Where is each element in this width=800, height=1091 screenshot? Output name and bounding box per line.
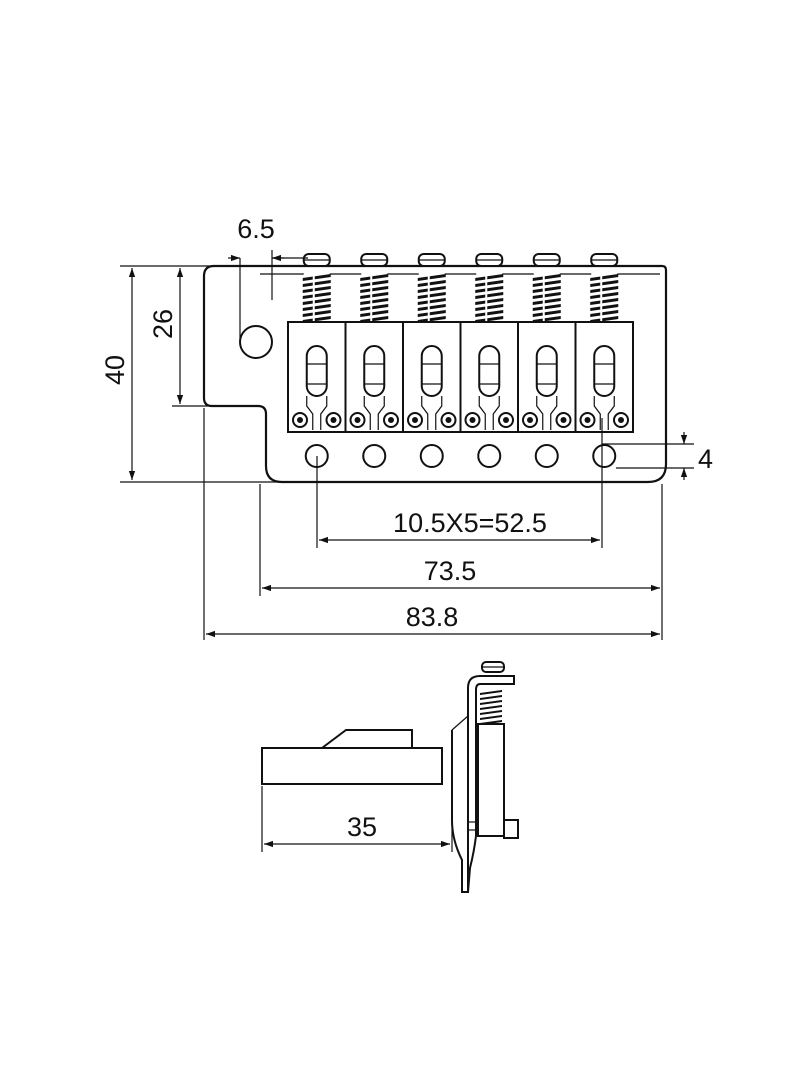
string-hole (534, 444, 559, 468)
saddle-screw-head (532, 253, 561, 267)
saddle-screw-head (590, 253, 619, 267)
dimension-string-spacing-label: 10.5X5=52.5 (393, 508, 547, 538)
saddle-spring-icon (532, 268, 561, 323)
saddle-slot (593, 345, 616, 397)
saddle (287, 253, 347, 433)
dimension-string-spacing: 10.5X5=52.5 (316, 418, 603, 548)
saddle-spring-icon (360, 268, 389, 323)
string-hole (477, 444, 502, 468)
dimension-hole-offset: 4 (602, 432, 713, 480)
height-screw-icon (579, 412, 629, 428)
side-plate (451, 675, 515, 893)
dimension-side-length-label: 35 (347, 812, 377, 842)
height-screw-icon (407, 412, 457, 428)
saddle-slot (363, 345, 386, 397)
saddle-spring-icon (590, 268, 619, 323)
intonation-screw-head (481, 661, 505, 673)
saddle-screw-head (417, 253, 446, 267)
saddle-screw-head (475, 253, 504, 267)
saddle-slot (478, 345, 501, 397)
height-screw-icon (522, 412, 572, 428)
block-step (319, 729, 413, 749)
dimension-total-width-label: 83.8 (406, 602, 459, 632)
saddle-slot (305, 345, 328, 397)
saddle-spring-icon (417, 268, 446, 323)
string-hole (362, 444, 387, 468)
saddle-side (477, 723, 505, 837)
dimension-mounting-width-label: 73.5 (424, 556, 477, 586)
saddle-spring-icon (475, 268, 504, 323)
saddle-slot (420, 345, 443, 397)
saddle (459, 253, 519, 433)
saddle (517, 253, 577, 433)
saddle (402, 253, 462, 433)
dimension-hole-offset-label: 4 (698, 444, 713, 474)
string-hole (419, 444, 444, 468)
height-screw-icon (349, 412, 399, 428)
dimension-side-length: 35 (261, 786, 453, 852)
dimension-screw-offset: 6.5 (228, 214, 308, 340)
dimension-height-inner: 26 (148, 268, 212, 407)
dimension-height-total: 40 (100, 265, 282, 483)
top-view (202, 253, 668, 484)
saddle-side-end (503, 819, 519, 839)
pivot-hole (239, 325, 273, 359)
saddle-screw-head (360, 253, 389, 267)
saddle (344, 253, 404, 433)
dimension-height-total-label: 40 (100, 355, 130, 385)
string-hole (592, 444, 617, 468)
side-spring-icon (480, 690, 502, 725)
height-screw-icon (464, 412, 514, 428)
dimension-screw-offset-label: 6.5 (237, 214, 275, 244)
saddle-group (287, 253, 634, 433)
side-plate-bend (451, 715, 469, 731)
saddle-screw-head (302, 253, 331, 267)
height-screw-icon (292, 412, 342, 428)
side-view (261, 661, 519, 893)
saddle-spring-icon (302, 268, 331, 323)
saddle-slot (535, 345, 558, 397)
dimension-height-inner-label: 26 (148, 309, 178, 339)
dimension-mounting-width: 73.5 (259, 484, 663, 640)
base-plate-outline (202, 264, 668, 484)
string-hole-group (304, 444, 617, 468)
dimension-total-width: 83.8 (203, 408, 660, 640)
saddle (574, 253, 634, 433)
tremolo-block (261, 747, 443, 785)
